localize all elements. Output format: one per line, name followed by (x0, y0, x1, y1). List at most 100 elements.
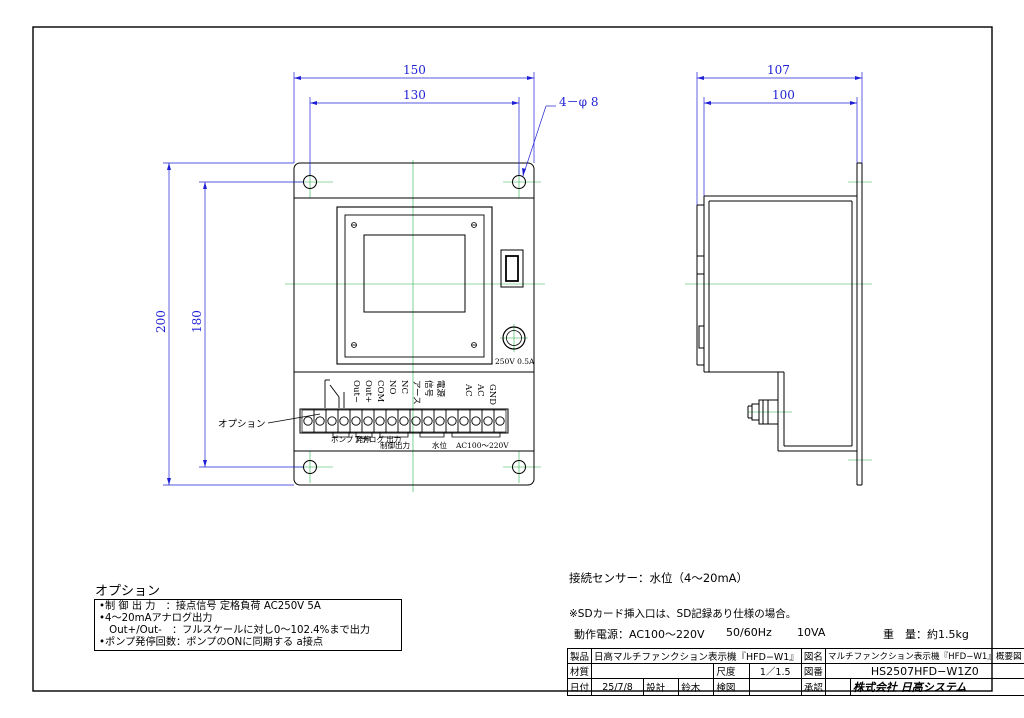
options-heading: オプション (95, 584, 161, 599)
design-value: 鈴木 (678, 678, 715, 696)
front-centerlines (285, 160, 545, 492)
label-power-input: AC100～220V (455, 441, 509, 450)
terminal-label-ac-2: AC (475, 383, 485, 397)
front-view: 250V 0.5A Out− Out+ COM NO NC アース 信号 電源 … (218, 160, 545, 492)
terminal-screw (471, 416, 481, 426)
company-name: 株式会社 日高システム (849, 678, 1024, 696)
terminal-label-earth: アース (411, 380, 421, 405)
terminal-screw (375, 416, 385, 426)
scale-value: 1／1.5 (748, 663, 802, 679)
dim-front-height-holes: 180 (190, 310, 204, 333)
dim-front-width-outer: 150 (403, 63, 426, 77)
option-line: •4～20mAアナログ出力 (99, 613, 213, 624)
mounting-holes (303, 175, 526, 474)
material-label: 材質 (566, 663, 593, 679)
option-line: Out+/Out- ：フルスケールに対し0～102.4%まで出力 (99, 625, 371, 636)
weight-spec: 重 量：約1.5kg (883, 628, 969, 641)
title-block-row: 材質 尺度 1／1.5 図番 HS2507HFD−W1Z0 (566, 663, 1024, 679)
display-screws (351, 222, 477, 348)
design-label: 設計 (643, 678, 680, 696)
dim-side-depth-outer: 107 (767, 63, 790, 77)
terminal-label-out-minus: Out− (351, 380, 361, 403)
terminal-bottom-labels: ポンプ 発停 アナログ 出力 制御出力 水位 AC100～220V (331, 434, 509, 450)
side-dimension-arrows (697, 76, 862, 105)
check-value (748, 678, 802, 696)
dim-side-depth-body: 100 (772, 88, 795, 102)
power-switch (500, 249, 524, 288)
display-bezel (336, 206, 493, 365)
terminal-screw (483, 416, 493, 426)
side-dimensions (696, 72, 863, 205)
frequency-spec: 50/60Hz (726, 626, 772, 639)
fuse-holder-inner (506, 330, 522, 346)
terminal-label-power: 電源 (435, 380, 445, 398)
label-water-level: 水位 (432, 440, 447, 450)
terminal-label-group: Out− Out+ COM NO NC アース 信号 電源 AC AC GND (351, 380, 497, 405)
terminal-label-signal: 信号 (423, 380, 434, 397)
option-leader-line (267, 413, 321, 424)
terminal-label-no: NO (387, 380, 397, 394)
terminal-screw (339, 416, 349, 426)
options-spec-box: •制 御 出 力 ：接点信号 定格負荷 AC250V 5A •4～20mAアナロ… (94, 599, 402, 651)
terminal-label-com: COM (375, 380, 385, 402)
product-label: 製品 (566, 648, 593, 664)
terminal-block (299, 408, 509, 434)
check-label: 検図 (713, 678, 750, 696)
approve-value (824, 678, 851, 696)
terminal-screw (423, 416, 433, 426)
terminal-screw (459, 416, 469, 426)
label-pump-stop: ポンプ 発停 (331, 434, 371, 444)
title-block-row: 製品 日高マルチファンクション表示機『HFD−W1』 図名 マルチファンクション… (566, 648, 1024, 664)
terminal-label-ac-1: AC (463, 383, 473, 397)
title-block-row: 日付 25/7/8 設計 鈴木 検図 承認 株式会社 日高システム (566, 678, 1024, 696)
date-value: 25/7/8 (591, 678, 645, 696)
side-centerlines (685, 181, 872, 461)
front-dimensions (163, 72, 556, 486)
terminal-group-brackets (332, 432, 501, 438)
terminal-screw (363, 416, 373, 426)
drawing-no-value: HS2507HFD−W1Z0 (824, 663, 1024, 679)
relay-symbol (324, 379, 345, 408)
terminal-screw (399, 416, 409, 426)
material-value (591, 663, 715, 679)
title-block: 製品 日高マルチファンクション表示機『HFD−W1』 図名 マルチファンクション… (566, 648, 1024, 696)
terminal-screw (327, 416, 337, 426)
terminal-label-out-plus: Out+ (363, 380, 373, 403)
terminal-screw (303, 416, 313, 426)
fuse-rating: 250V 0.5A (495, 357, 535, 366)
dim-front-width-holes: 130 (403, 88, 426, 102)
drawing-name-label: 図名 (800, 648, 826, 664)
dim-front-height-outer: 200 (154, 310, 168, 333)
terminal-block-outline (299, 408, 509, 434)
option-callout-label: オプション (218, 419, 266, 430)
terminal-screw (315, 416, 325, 426)
terminal-label-gnd: GND (487, 384, 497, 405)
side-outline (696, 162, 863, 486)
label-analog-output: アナログ 出力 (354, 434, 401, 444)
terminal-screw (351, 416, 361, 426)
power-switch-rocker (505, 255, 519, 282)
display-frame (344, 214, 485, 358)
terminal-label-nc: NC (399, 380, 409, 394)
date-label: 日付 (566, 678, 593, 696)
power-supply-spec: 動作電源：AC100～220V (574, 628, 705, 641)
option-line: •ポンプ発停回数：ポンプのONに同期する a接点 (99, 637, 324, 648)
sd-card-note: ※SDカード挿入口は、SD記録あり仕様の場合。 (569, 608, 797, 620)
approve-label: 承認 (800, 678, 826, 696)
capacity-spec: 10VA (797, 626, 826, 639)
product-value: 日高マルチファンクション表示機『HFD−W1』 (591, 648, 802, 664)
display-screen (363, 234, 466, 313)
drawing-name-value: マルチファンクション表示機『HFD−W1』概要図 (824, 648, 1024, 664)
option-line: •制 御 出 力 ：接点信号 定格負荷 AC250V 5A (99, 601, 321, 612)
terminal-screw (447, 416, 457, 426)
drawing-no-label: 図番 (800, 663, 826, 679)
dim-hole-spec: 4－φ 8 (559, 95, 599, 109)
drawing-frame (32, 26, 993, 692)
side-view (685, 162, 872, 486)
terminal-screw (387, 416, 397, 426)
fuse-holder (502, 326, 526, 350)
scale-label: 尺度 (713, 663, 750, 679)
terminal-screw (495, 416, 505, 426)
mounting-plate (293, 162, 535, 486)
